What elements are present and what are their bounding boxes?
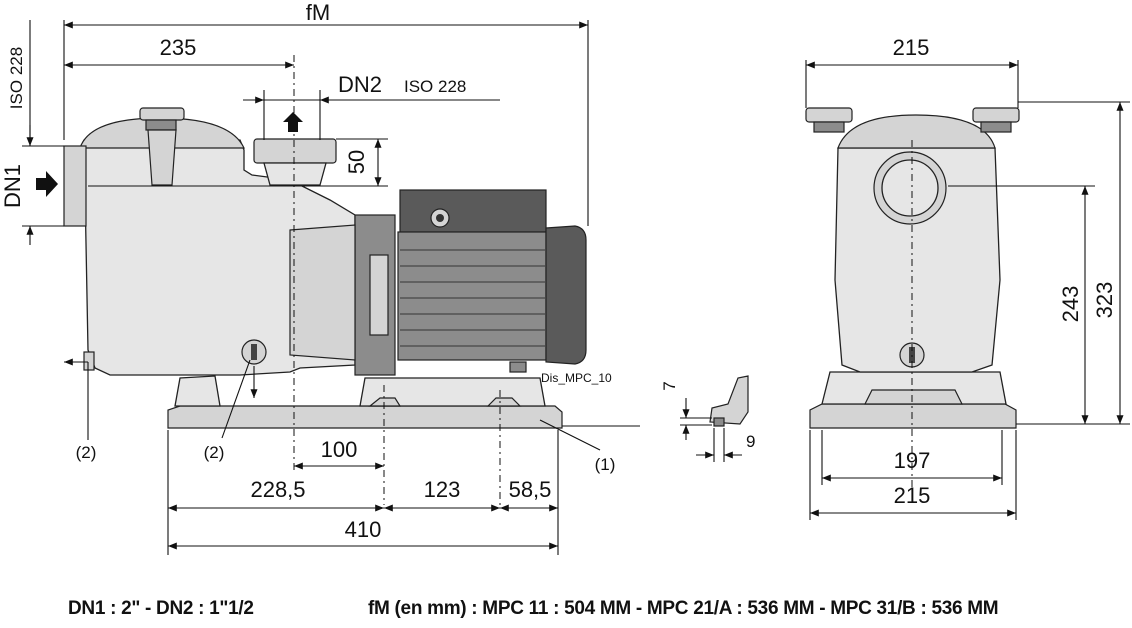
captions: DN1 : 2" - DN2 : 1"1/2 fM (en mm) : MPC …: [68, 598, 999, 619]
label-323: 323: [1092, 282, 1117, 319]
label-7: 7: [660, 381, 679, 390]
label-58-5: 58,5: [509, 477, 552, 502]
label-dn1: DN1: [0, 164, 25, 208]
label-235: 235: [160, 35, 197, 60]
label-100: 100: [321, 437, 358, 462]
label-215-top: 215: [893, 35, 930, 60]
label-drawing-id: Dis_MPC_10: [541, 371, 612, 385]
caption-fm-values: fM (en mm) : MPC 11 : 504 MM - MPC 21/A …: [368, 598, 998, 619]
front-view: [805, 107, 1020, 429]
label-123: 123: [424, 477, 461, 502]
label-iso-side: ISO 228: [7, 47, 26, 109]
label-243: 243: [1058, 286, 1083, 323]
label-410: 410: [345, 517, 382, 542]
label-228-5: 228,5: [250, 477, 305, 502]
label-197: 197: [894, 448, 931, 473]
label-iso-top: ISO 228: [404, 77, 466, 96]
side-view: [36, 107, 587, 429]
label-dn2: DN2: [338, 72, 382, 97]
dimension-labels: fM 235 DN2 ISO 228 ISO 228 DN1 50 215 24…: [0, 0, 1117, 542]
label-50: 50: [344, 150, 369, 174]
label-note-1: (1): [595, 455, 616, 474]
label-9: 9: [746, 432, 755, 451]
label-fm: fM: [306, 0, 330, 25]
caption-connections: DN1 : 2" - DN2 : 1"1/2: [68, 598, 254, 619]
label-215-bottom: 215: [894, 483, 931, 508]
label-note-2-left: (2): [76, 443, 97, 462]
dimension-lines: [22, 20, 1130, 555]
foot-detail: [709, 375, 749, 427]
label-note-2-mid: (2): [204, 443, 225, 462]
